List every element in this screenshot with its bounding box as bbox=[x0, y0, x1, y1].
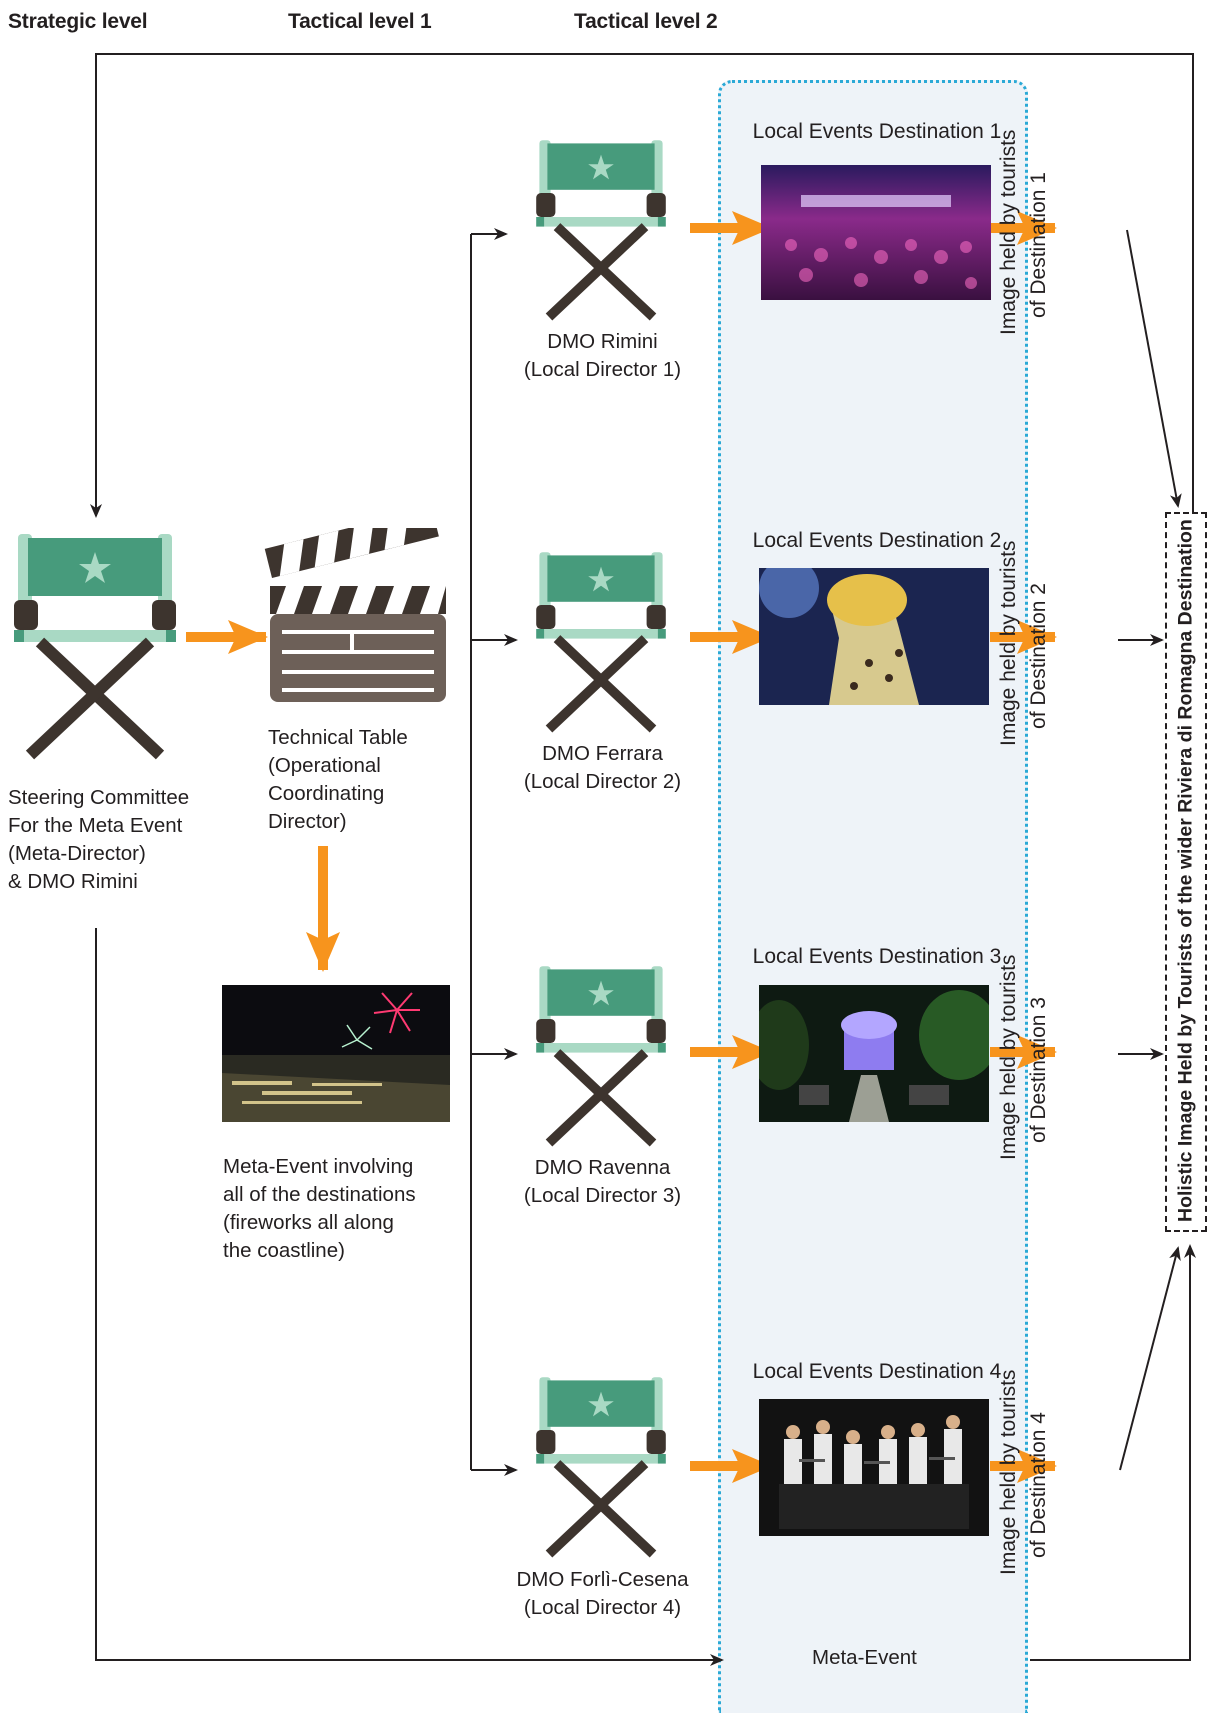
event-photo-1 bbox=[761, 165, 991, 300]
local-events-title-2: Local Events Destination 2 bbox=[752, 529, 1002, 552]
header-tactical-level-2: Tactical level 2 bbox=[574, 10, 718, 33]
event-photo-3 bbox=[759, 985, 989, 1122]
steering-committee-label: Steering Committee For the Meta Event (M… bbox=[8, 786, 190, 893]
director-chair-icon bbox=[536, 966, 666, 1147]
holistic-image-label: Holistic Image Held by Tourists of the w… bbox=[1174, 519, 1197, 1222]
technical-table-label: Technical Table (Operational Coordinatin… bbox=[268, 726, 408, 833]
header-tactical-level-1: Tactical level 1 bbox=[288, 10, 432, 33]
meta-event-to-holistic bbox=[1030, 1244, 1196, 1661]
dmo-ferrara-label: DMO Ferrara(Local Director 2) bbox=[523, 742, 682, 793]
header-strategic-level: Strategic level bbox=[8, 10, 148, 33]
local-events-title-4: Local Events Destination 4 bbox=[752, 1360, 1002, 1383]
director-chair-icon bbox=[536, 140, 666, 321]
clapperboard-icon bbox=[264, 528, 446, 702]
director-chair-icon bbox=[536, 552, 666, 733]
local-events-title-1: Local Events Destination 1 bbox=[752, 120, 1002, 143]
director-chair-icon bbox=[14, 534, 176, 760]
feedback-loop-top bbox=[90, 53, 1194, 518]
dmo-forli-cesena-label: DMO Forlì-Cesena(Local Director 4) bbox=[516, 1568, 689, 1619]
local-events-title-3: Local Events Destination 3 bbox=[752, 945, 1002, 968]
event-photo-4 bbox=[759, 1399, 989, 1536]
dmo-rimini-label: DMO Rimini(Local Director 1) bbox=[523, 330, 682, 381]
meta-event-description: Meta-Event involving all of the destinat… bbox=[223, 1155, 416, 1262]
holistic-image-box: Holistic Image Held by Tourists of the w… bbox=[1165, 512, 1207, 1232]
event-photo-2 bbox=[759, 568, 989, 705]
director-chair-icon bbox=[536, 1377, 666, 1558]
bottom-loop-to-meta-event bbox=[95, 928, 724, 1666]
dmo-ravenna-label: DMO Ravenna(Local Director 3) bbox=[523, 1156, 682, 1207]
meta-event-label: Meta-Event bbox=[812, 1646, 917, 1669]
fireworks-photo bbox=[222, 985, 450, 1122]
